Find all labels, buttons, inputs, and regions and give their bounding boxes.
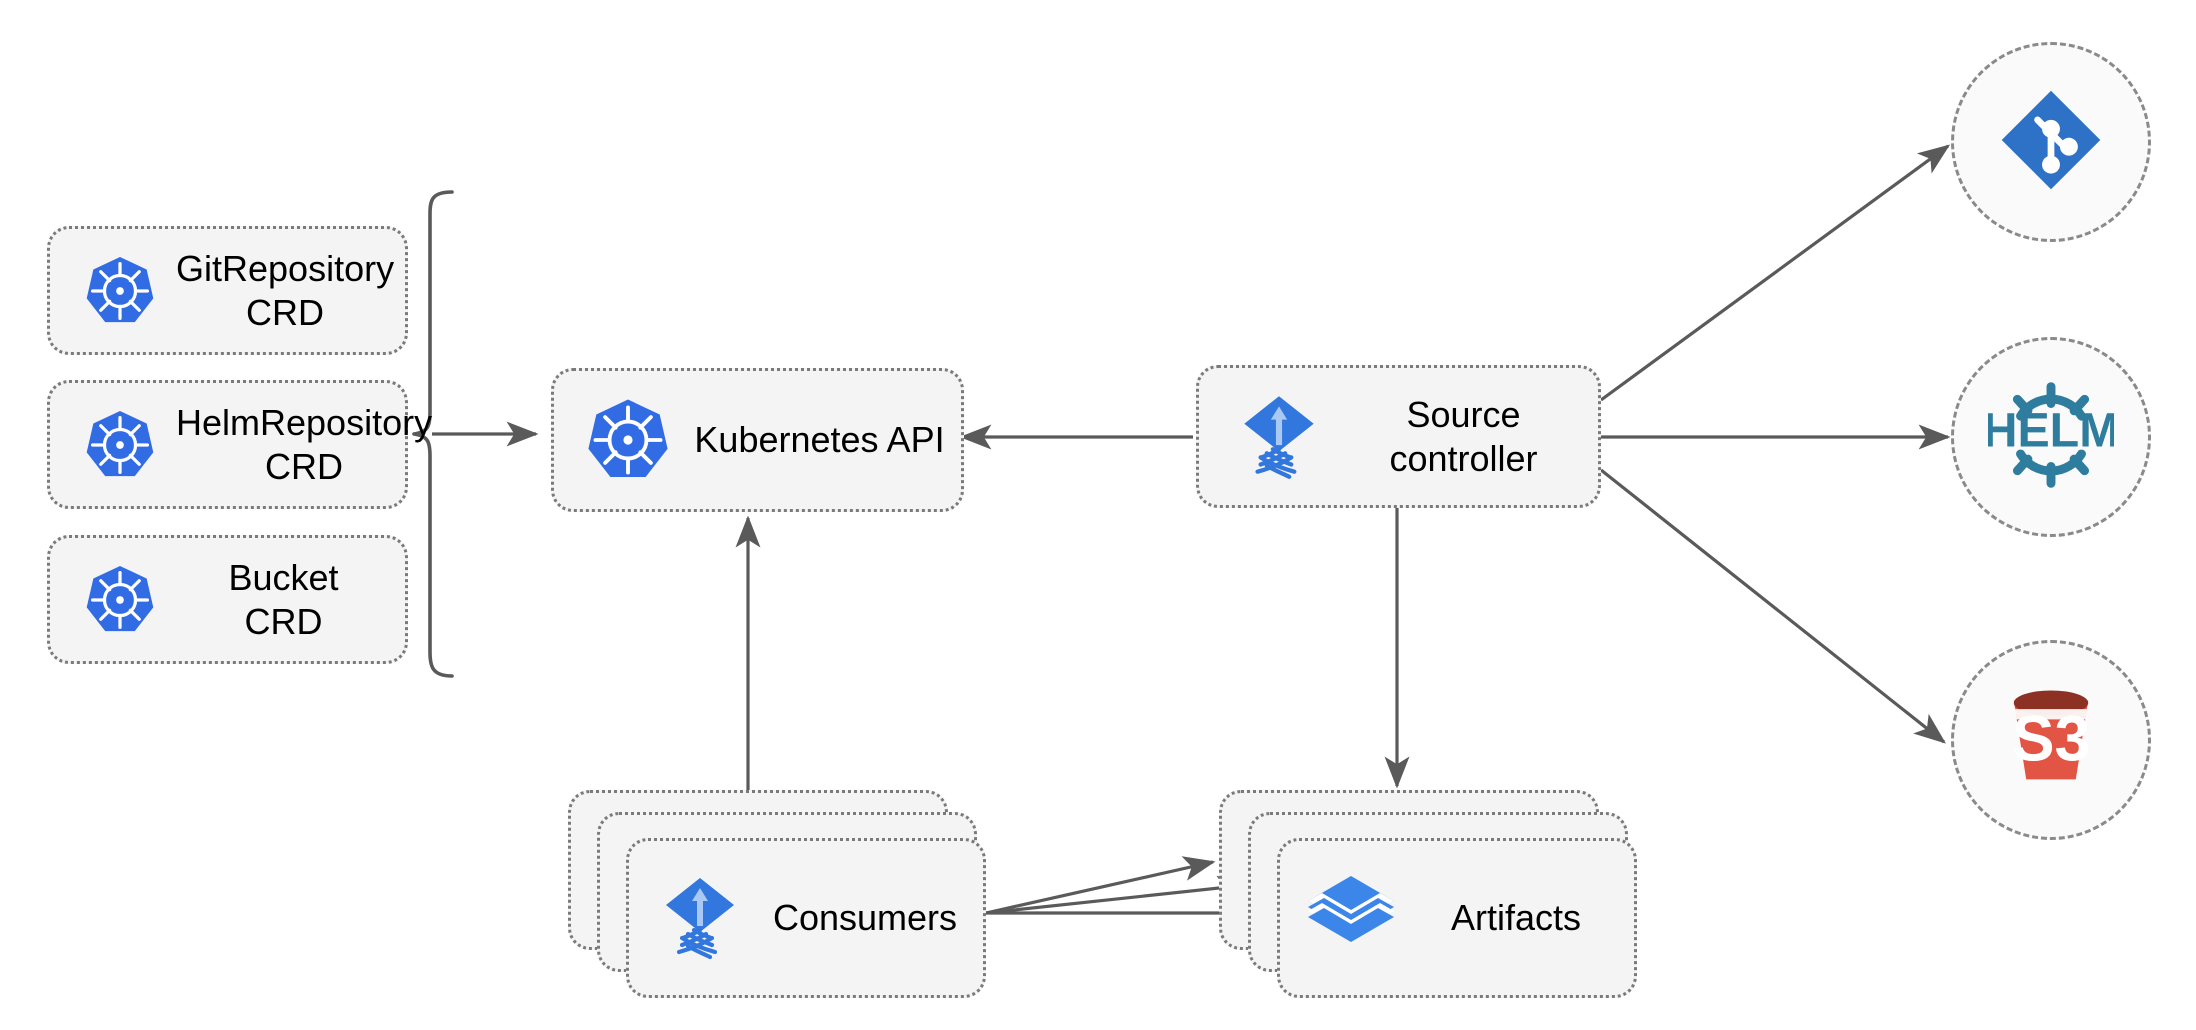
helm-icon: HELM bbox=[1983, 372, 2119, 503]
kubernetes-icon bbox=[64, 563, 176, 637]
s3-wordmark: S3 bbox=[2012, 702, 2090, 774]
edge-source-controller-to-s3 bbox=[1600, 468, 1947, 744]
s3-icon: S3 bbox=[1989, 676, 2113, 805]
node-label: Consumers bbox=[772, 897, 958, 939]
provider-circle-git[interactable] bbox=[1951, 42, 2151, 242]
node-label: Source controller bbox=[1389, 393, 1538, 479]
edge-consumers-to-artifacts-1 bbox=[985, 856, 1216, 915]
node-label: Kubernetes API bbox=[694, 419, 945, 461]
crd-box-gitrepository[interactable]: GitRepository CRD bbox=[47, 226, 408, 355]
node-label: Artifacts bbox=[1450, 897, 1582, 939]
node-consumers[interactable]: Consumers bbox=[626, 838, 986, 998]
layers-icon bbox=[1290, 868, 1412, 968]
flux-icon bbox=[639, 866, 761, 970]
node-source-controller[interactable]: Source controller bbox=[1196, 365, 1601, 508]
provider-circle-helm[interactable]: HELM bbox=[1951, 337, 2151, 537]
node-artifacts[interactable]: Artifacts bbox=[1277, 838, 1637, 998]
kubernetes-icon bbox=[64, 254, 176, 328]
flux-icon bbox=[1213, 386, 1345, 488]
kubernetes-icon bbox=[64, 408, 176, 482]
node-kubernetes-api[interactable]: Kubernetes API bbox=[551, 368, 964, 512]
edge-source-controller-to-git bbox=[1600, 144, 1951, 402]
crd-box-bucket[interactable]: Bucket CRD bbox=[47, 535, 408, 664]
crd-label: HelmRepository CRD bbox=[176, 401, 433, 487]
git-icon bbox=[1995, 84, 2107, 201]
edge-consumers-to-artifacts-2 bbox=[985, 875, 1250, 915]
provider-circle-s3[interactable]: S3 bbox=[1951, 640, 2151, 840]
helm-wordmark: HELM bbox=[1988, 403, 2114, 457]
crd-box-helmrepository[interactable]: HelmRepository CRD bbox=[47, 380, 432, 509]
crd-label: GitRepository CRD bbox=[176, 247, 395, 333]
kubernetes-icon bbox=[568, 396, 688, 484]
crd-label: Bucket CRD bbox=[228, 556, 339, 642]
